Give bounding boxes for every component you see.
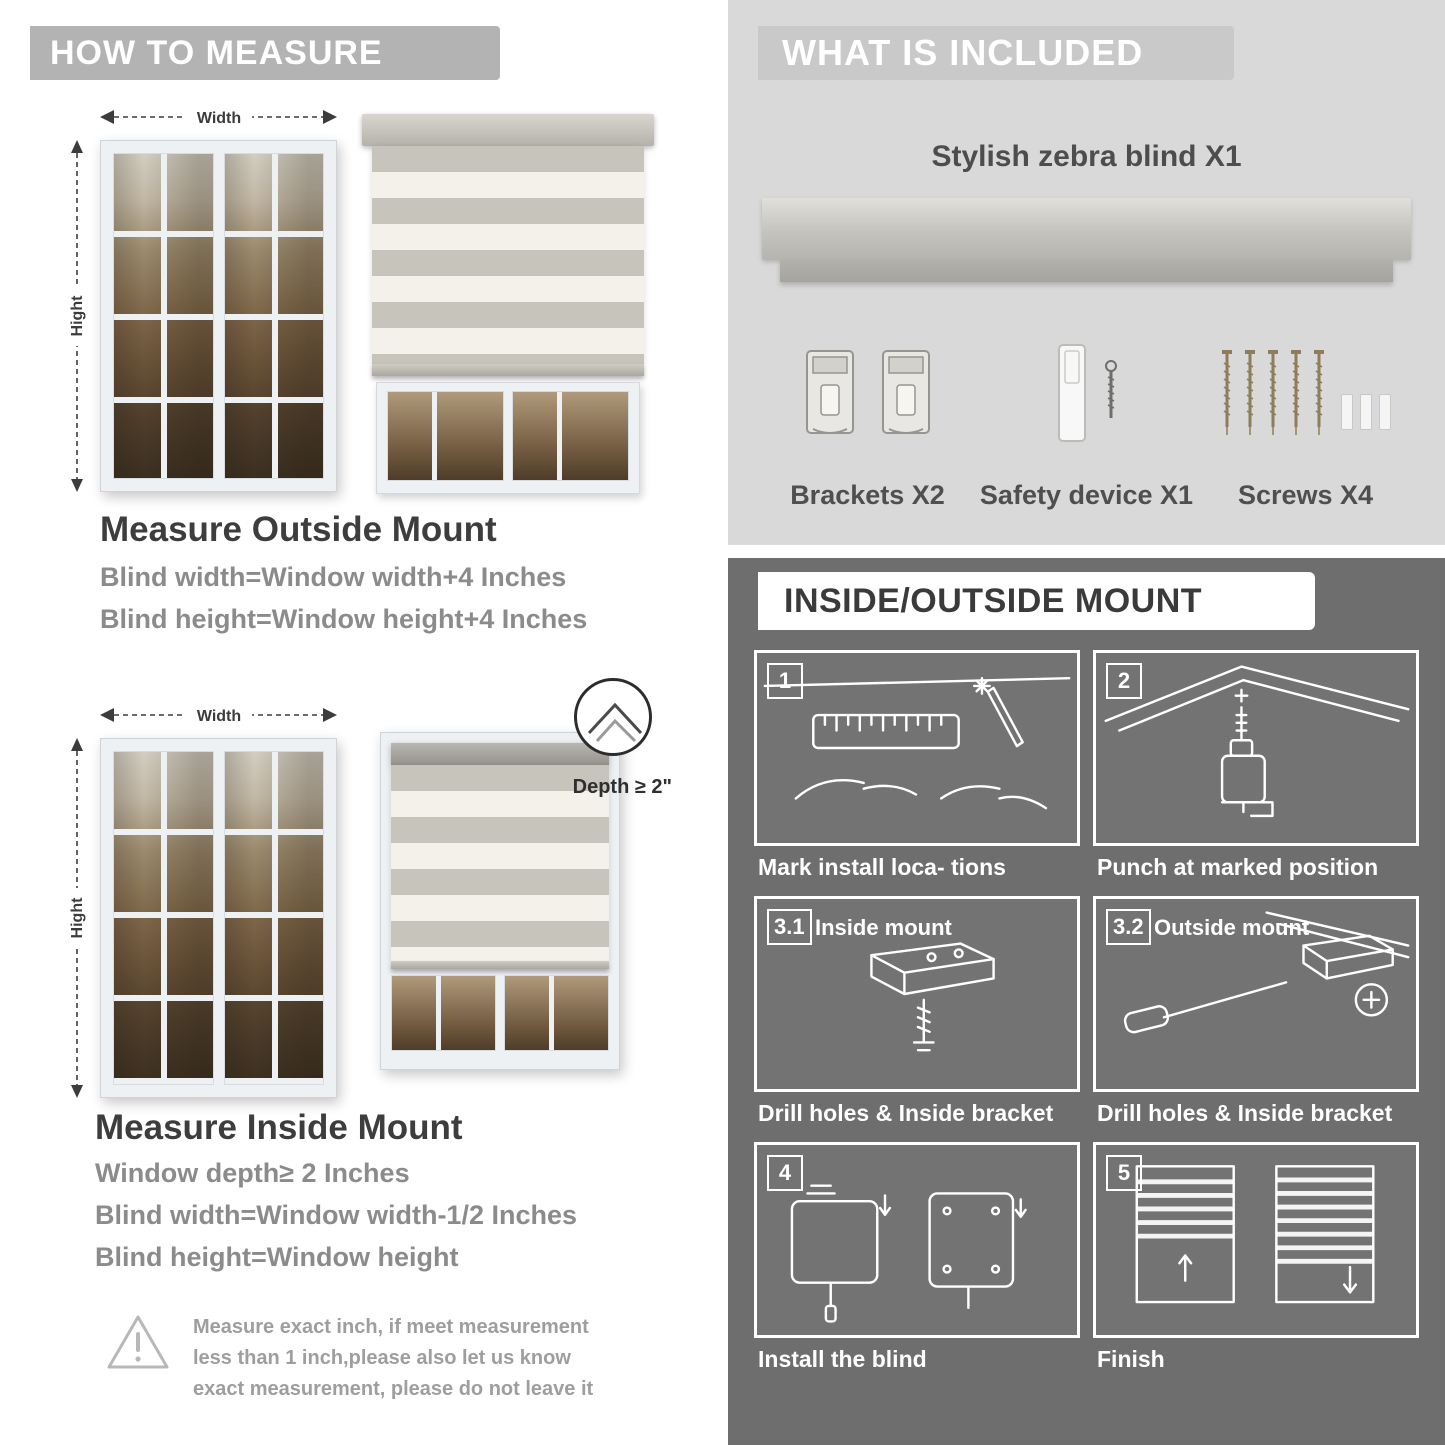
- step-panel: 3.1 Inside mount: [754, 896, 1080, 1092]
- how-to-measure-section: HOW TO MEASURE Width Hight: [0, 0, 712, 1445]
- mount-banner-title: INSIDE/OUTSIDE MOUNT: [784, 582, 1203, 620]
- depth-magnifier-icon: [574, 678, 652, 756]
- window-illustration: [100, 140, 337, 492]
- measure-mark-icon: [763, 676, 1071, 810]
- window-below-blind: [376, 382, 640, 494]
- blind-cassette: [391, 743, 609, 765]
- outside-mount-heading: Measure Outside Mount: [100, 510, 497, 549]
- width-arrow: Width: [100, 705, 337, 725]
- outside-bracket-icon: [1123, 911, 1410, 1034]
- blind-headrail-lip: [780, 260, 1393, 282]
- safety-device-item: Safety device X1: [977, 318, 1196, 511]
- outside-mount-illustration: Width Hight: [62, 96, 672, 501]
- step-number-badge: 5: [1106, 1155, 1142, 1191]
- window-sash: [223, 751, 324, 1085]
- window-below-blind: [391, 969, 609, 1051]
- step-number-badge: 2: [1106, 663, 1142, 699]
- mount-step-3-1: 3.1 Inside mount Drill holes & Inside br…: [754, 896, 1080, 1127]
- window-sash: [113, 153, 214, 479]
- inside-mount-formula-height: Blind height=Window height: [95, 1242, 459, 1272]
- height-dimension-label: Hight: [69, 295, 86, 337]
- step-number-badge: 1: [767, 663, 803, 699]
- width-arrow: Width: [100, 107, 337, 127]
- blind-bottom-rail: [391, 961, 609, 969]
- step-panel: 5: [1093, 1142, 1419, 1338]
- window-pane: [387, 391, 504, 481]
- depth-requirement-label: Depth ≥ 2": [572, 776, 672, 798]
- blind-fabric: [391, 765, 609, 961]
- safety-device-label: Safety device X1: [979, 480, 1194, 510]
- inside-mount-illustration: Width Hight Depth: [62, 678, 682, 1112]
- window-illustration: [100, 738, 337, 1098]
- mount-steps-grid: 1 Mark install loca- tions 2 P: [754, 650, 1419, 1388]
- inside-mount-formula-width: Blind width=Window width-1/2 Inches: [95, 1200, 578, 1230]
- what-is-included-section: WHAT IS INCLUDED Stylish zebra blind X1: [728, 0, 1445, 545]
- blind-bottom-rail: [372, 364, 644, 376]
- step-title: Inside mount: [815, 915, 952, 940]
- outside-mount-formula-height: Blind height=Window height+4 Inches: [100, 604, 588, 634]
- mount-step-1: 1 Mark install loca- tions: [754, 650, 1080, 881]
- step-caption: Drill holes & Inside bracket: [1097, 1100, 1393, 1126]
- window-pane: [391, 975, 496, 1051]
- mount-step-5: 5 Finish: [1093, 1142, 1419, 1373]
- brackets-icon: [799, 318, 937, 468]
- screws-item: Screws X4: [1196, 318, 1415, 511]
- blind-headrail-illustration: [762, 198, 1411, 260]
- blind-cassette: [362, 114, 654, 146]
- zebra-blind-outside-illustration: [362, 114, 654, 494]
- blind-fabric: [372, 146, 644, 364]
- step-title: Outside mount: [1154, 915, 1310, 940]
- step-caption: Install the blind: [758, 1346, 927, 1372]
- screws-label: Screws X4: [1237, 480, 1374, 510]
- step-panel: 2: [1093, 650, 1419, 846]
- height-dimension-label: Hight: [69, 897, 86, 939]
- window-sash: [223, 153, 324, 479]
- product-name-label: Stylish zebra blind X1: [931, 140, 1242, 173]
- brackets-item: Brackets X2: [758, 318, 977, 511]
- measurement-note: Measure exact inch, if meet measurement …: [105, 1312, 625, 1405]
- drill-icon: [1104, 665, 1410, 818]
- mount-step-2: 2 Punch at marked position: [1093, 650, 1419, 881]
- step-number-badge: 4: [767, 1155, 803, 1191]
- mount-step-3-2: 3.2 Outside mount Drill holes & Inside b…: [1093, 896, 1419, 1127]
- warning-triangle-icon: [107, 1315, 169, 1369]
- how-to-measure-banner: HOW TO MEASURE: [30, 26, 500, 80]
- step-panel: 4: [754, 1142, 1080, 1338]
- height-arrow: Hight: [67, 738, 87, 1098]
- window-pane: [504, 975, 609, 1051]
- measurement-note-text: Measure exact inch, if meet measurement …: [193, 1316, 594, 1400]
- brackets-label: Brackets X2: [790, 480, 945, 510]
- included-items-row: Brackets X2 Safety device X1: [758, 318, 1415, 511]
- finished-blinds-icon: [1135, 1165, 1375, 1304]
- what-is-included-title: WHAT IS INCLUDED: [782, 32, 1144, 73]
- step-caption: Drill holes & Inside bracket: [758, 1100, 1054, 1126]
- inside-bracket-icon: [870, 942, 995, 1052]
- window-pane: [512, 391, 629, 481]
- mount-step-4: 4 Install the blind: [754, 1142, 1080, 1373]
- step-number-badge: 3.2: [1106, 909, 1151, 945]
- width-dimension-label: Width: [197, 708, 241, 725]
- inside-mount-heading: Measure Inside Mount: [95, 1108, 463, 1147]
- safety-device-icon: [1055, 318, 1119, 468]
- step-caption: Punch at marked position: [1097, 854, 1379, 880]
- step-panel: 3.2 Outside mount: [1093, 896, 1419, 1092]
- mount-banner: INSIDE/OUTSIDE MOUNT: [758, 572, 1315, 630]
- install-blind-icon: [790, 1184, 1027, 1323]
- how-to-measure-title: HOW TO MEASURE: [50, 34, 383, 72]
- inside-mount-depth-rule: Window depth≥ 2 Inches: [95, 1158, 410, 1188]
- mount-instructions-section: INSIDE/OUTSIDE MOUNT 1 Mark install loca…: [728, 558, 1445, 1445]
- wall-anchors-icon: [1341, 356, 1391, 430]
- step-number-badge: 3.1: [767, 909, 812, 945]
- step-panel: 1: [754, 650, 1080, 846]
- step-caption: Mark install loca- tions: [758, 854, 1006, 880]
- step-caption: Finish: [1097, 1346, 1165, 1372]
- what-is-included-banner: WHAT IS INCLUDED: [758, 26, 1234, 80]
- screws-icon: [1220, 318, 1391, 468]
- outside-mount-formula-width: Blind width=Window width+4 Inches: [100, 562, 567, 592]
- width-dimension-label: Width: [197, 110, 241, 127]
- zebra-blind-inside-illustration: [380, 732, 620, 1070]
- window-sash: [113, 751, 214, 1085]
- height-arrow: Hight: [67, 140, 87, 492]
